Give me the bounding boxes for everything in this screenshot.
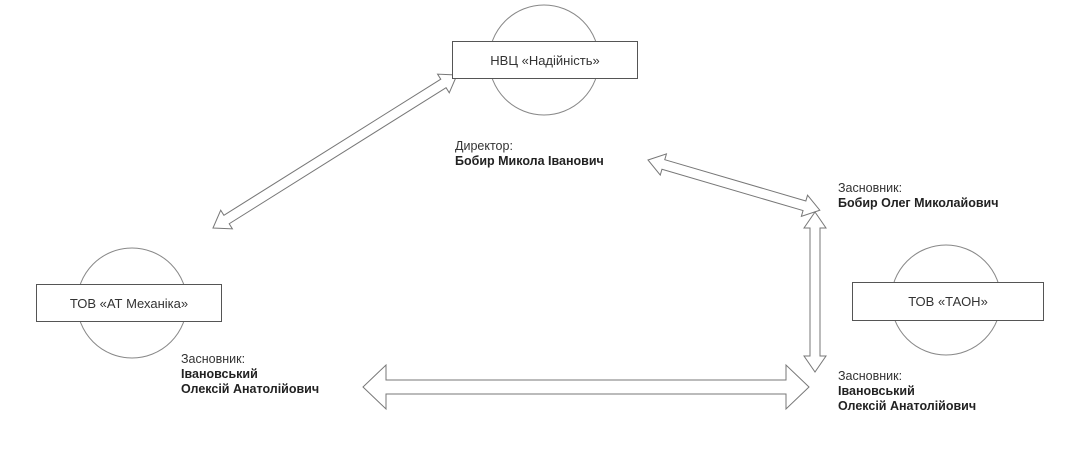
person-label-director: Директор: Бобир Микола Іванович [455,139,604,169]
person-name-line-2: Олексій Анатолійович [181,382,320,396]
person-name-line-1: Івановський [181,367,258,381]
person-name-line-2: Олексій Анатолійович [838,399,977,413]
arrow-director-to-founder-bobyr [647,153,821,218]
person-role: Засновник: [838,369,903,383]
person-name-line-1: Івановський [838,384,915,398]
arrow-founder-bobyr-to-taon-founder [803,211,827,373]
person-label-founder-taon: Засновник: Івановський Олексій Анатолійо… [838,369,976,414]
arrow-at-to-nvc [212,73,458,230]
person-label-founder-bobyr: Засновник: Бобир Олег Миколайович [838,181,998,211]
company-box-at: ТОВ «АТ Механіка» [36,284,222,322]
company-box-nvc: НВЦ «Надійність» [452,41,638,79]
company-name-taon: ТОВ «ТАОН» [908,294,988,309]
person-name: Бобир Олег Миколайович [838,196,999,210]
person-name: Бобир Микола Іванович [455,154,604,168]
arrow-at-founder-to-taon-founder [362,363,810,411]
company-box-taon: ТОВ «ТАОН» [852,282,1044,321]
person-role: Засновник: [181,352,246,366]
company-name-nvc: НВЦ «Надійність» [490,52,600,68]
person-role: Директор: [455,139,513,153]
person-label-founder-at: Засновник: Івановський Олексій Анатолійо… [181,352,319,397]
company-name-at: ТОВ «АТ Механіка» [69,295,189,311]
person-role: Засновник: [838,181,903,195]
